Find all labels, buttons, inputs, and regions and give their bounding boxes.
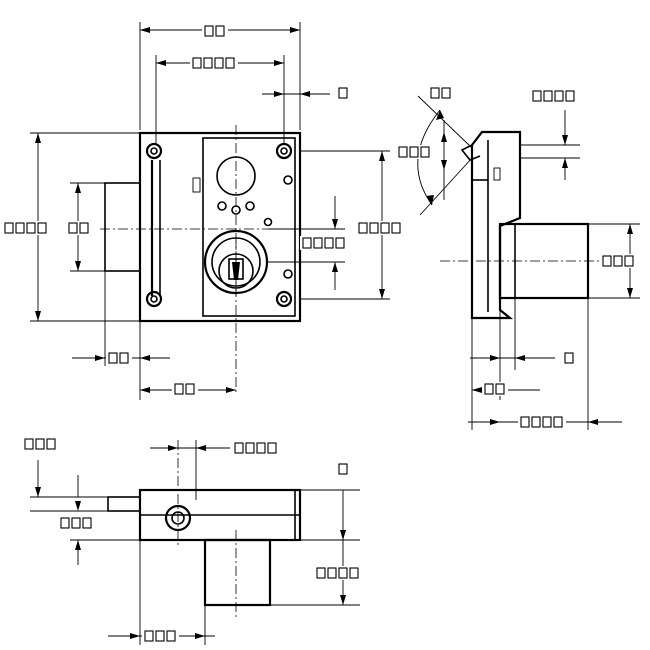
- dimension-label: [356, 221, 404, 235]
- dimension-label: [482, 382, 508, 396]
- dimension-label: [106, 351, 132, 365]
- top-view: [107, 440, 302, 620]
- dimension-label: [336, 462, 351, 476]
- dimension-label: [142, 629, 179, 643]
- front-screw-holes: [145, 142, 293, 308]
- top-bolt: [107, 496, 141, 512]
- front-view: [100, 125, 310, 395]
- dimension-label: [396, 145, 433, 159]
- front-bolt: [104, 182, 141, 272]
- front-housing: [138, 131, 302, 323]
- dimension-label-layer: [2, 24, 637, 643]
- front-inner-plate: [202, 137, 296, 317]
- dimension-label: [58, 516, 95, 530]
- dimension-label: [172, 382, 198, 396]
- dimension-label: [300, 236, 348, 250]
- front-dimensions: [30, 22, 390, 400]
- top-cylinder: [203, 538, 272, 607]
- dimension-label: [600, 254, 637, 268]
- dimension-label: [530, 89, 578, 103]
- dimension-label: [66, 221, 92, 235]
- dimension-label: [336, 86, 351, 100]
- dimension-label: [202, 24, 228, 38]
- dimension-label: [2, 221, 50, 235]
- dimension-label: [190, 56, 238, 70]
- side-dimensions: [417, 95, 640, 430]
- dimension-label: [22, 437, 59, 451]
- dimension-label: [518, 415, 566, 429]
- dimension-label: [232, 441, 280, 455]
- dimension-label: [428, 86, 454, 100]
- dimension-label: [562, 351, 577, 365]
- side-view: [440, 130, 600, 320]
- top-dimensions: [30, 440, 360, 645]
- dimension-label: [314, 566, 362, 580]
